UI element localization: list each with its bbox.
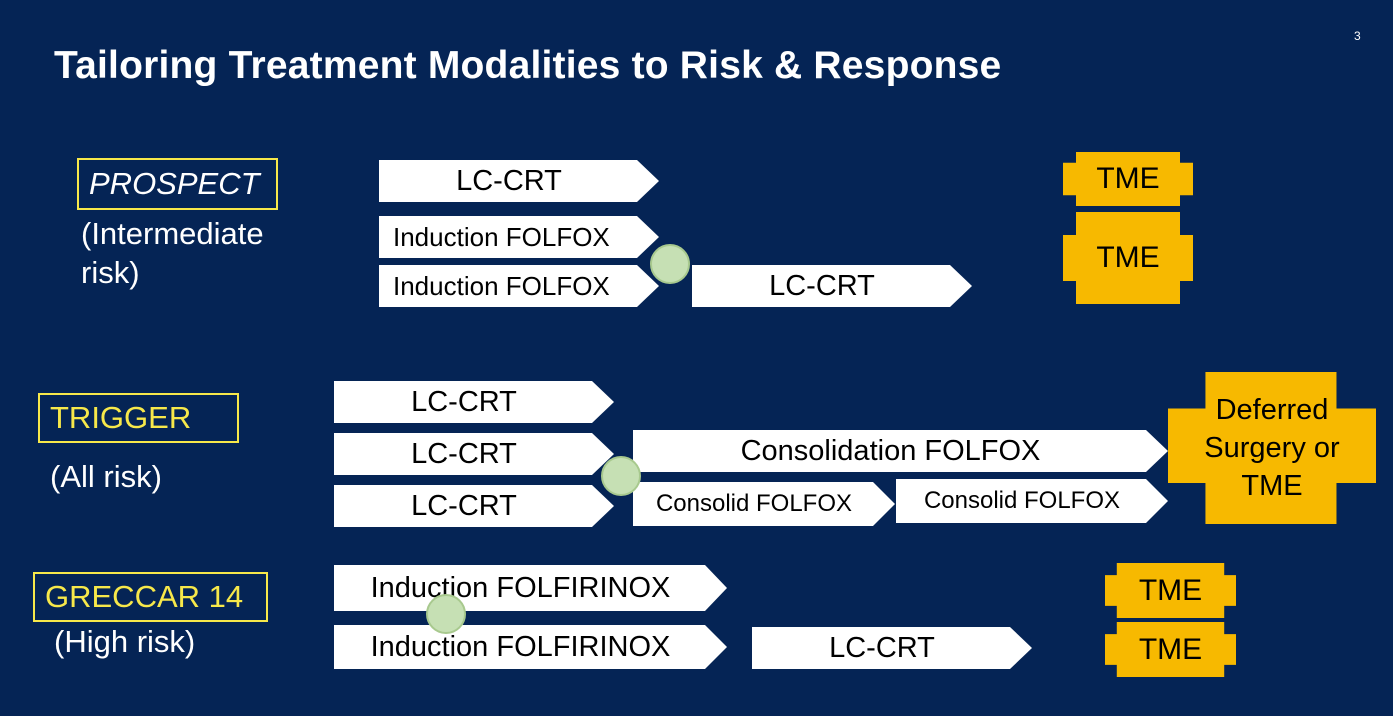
trigger-risk: (All risk)	[50, 459, 162, 494]
trigger-arm1-lccrt-arrow: LC-CRT	[334, 381, 614, 423]
deferred-line-1: Deferred	[1215, 394, 1329, 426]
greccar-arm2-induction-arrow: Induction FOLFIRINOX	[334, 625, 727, 669]
trigger-arm2-consolidation-arrow: Consolidation FOLFOX	[633, 430, 1168, 472]
greccar-tme-box-2: TME	[1105, 622, 1236, 677]
greccar-label: GRECCAR 14	[33, 572, 268, 622]
prospect-arm1-lccrt-arrow: LC-CRT	[379, 160, 659, 202]
prospect-tme-box-1: TME	[1063, 152, 1193, 206]
prospect-risk-line1: (Intermediate	[81, 216, 264, 251]
prospect-decision-point	[650, 244, 690, 284]
prospect-arm2-induction-arrow: Induction FOLFOX	[379, 216, 659, 258]
greccar-decision-point	[426, 594, 466, 634]
prospect-label: PROSPECT	[77, 158, 278, 210]
greccar-risk: (High risk)	[54, 624, 196, 659]
greccar-arm1-induction-arrow: Induction FOLFIRINOX	[334, 565, 727, 611]
prospect-tme-box-2: TME	[1063, 212, 1193, 304]
deferred-line-3: TME	[1241, 470, 1303, 502]
deferred-line-2: Surgery or	[1204, 432, 1340, 464]
trigger-arm3-consolid-arrow-2: Consolid FOLFOX	[896, 479, 1168, 523]
prospect-risk-line2: risk)	[81, 255, 140, 290]
greccar-arm2-lccrt-arrow: LC-CRT	[752, 627, 1032, 669]
slide-number: 3	[1354, 29, 1361, 43]
greccar-tme-box-1: TME	[1105, 563, 1236, 618]
trigger-label: TRIGGER	[38, 393, 239, 443]
trigger-arm3-lccrt-arrow: LC-CRT	[334, 485, 614, 527]
prospect-arm3-induction-arrow: Induction FOLFOX	[379, 265, 659, 307]
slide-title: Tailoring Treatment Modalities to Risk &…	[54, 44, 1002, 87]
prospect-arm3-lccrt-arrow: LC-CRT	[692, 265, 972, 307]
trigger-deferred-surgery-box: Deferred Surgery or TME	[1168, 372, 1376, 524]
trigger-arm2-lccrt-arrow: LC-CRT	[334, 433, 614, 475]
trigger-decision-point	[601, 456, 641, 496]
trigger-arm3-consolid-arrow-1: Consolid FOLFOX	[633, 482, 895, 526]
